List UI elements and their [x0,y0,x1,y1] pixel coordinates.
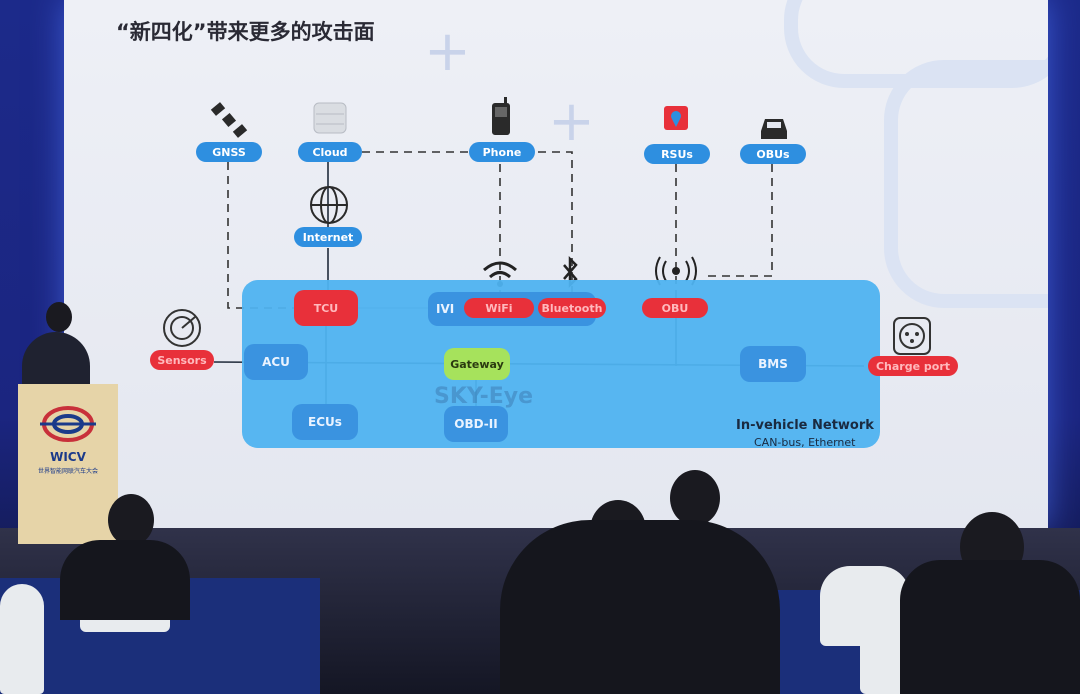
speaker-head [46,302,72,332]
cloud-server-icon [310,96,350,136]
projection-screen: + + “新四化”带来更多的攻击面 [64,0,1048,528]
obd-node: OBD-II [444,406,508,442]
radar-icon [160,306,204,350]
gnss-label: GNSS [196,142,262,162]
audience-body [500,520,780,694]
charge-port-interface: Charge port [868,356,958,376]
globe-icon [308,184,350,226]
audience-body [900,560,1080,694]
audience-body [60,540,190,620]
gateway-node: Gateway [444,348,510,380]
network-title: In-vehicle Network [736,418,874,433]
internet-label: Internet [294,227,362,247]
wifi-interface: WiFi [464,298,534,318]
plus-decoration: + [548,89,595,154]
charge-socket-icon [890,314,934,358]
bms-node: BMS [740,346,806,382]
phone-label: Phone [469,142,535,162]
speaker-body [22,332,90,392]
audience-head [670,470,720,526]
bluetooth-interface: Bluetooth [538,298,606,318]
wicv-logo [26,394,110,454]
cloud-label: Cloud [298,142,362,162]
obu-interface: OBU [642,298,708,318]
speaker [22,302,90,392]
obus-label: OBUs [740,144,806,164]
network-subtitle: CAN-bus, Ethernet [754,436,856,449]
watermark: SKY-Eye [434,384,534,409]
audience-head [108,494,154,546]
rsu-chip-icon [658,100,694,136]
slide-title: “新四化”带来更多的攻击面 [116,20,375,44]
satellite-icon [207,100,249,140]
tcu-interface: TCU [294,290,358,326]
rsus-label: RSUs [644,144,710,164]
connection-lines [213,151,865,410]
acu-node: ACU [244,344,308,380]
phone-icon [488,96,514,138]
sensors-interface: Sensors [150,350,214,370]
podium-logo-text: WICV [50,450,86,464]
chair [0,584,44,694]
podium-sub-text: 世界智能网联汽车大会 [37,468,98,475]
ring-decoration [884,60,1048,308]
ivi-label: IVI [436,302,455,316]
ecus-node: ECUs [292,404,358,440]
plus-decoration: + [424,19,471,84]
bluetooth-icon [558,254,582,292]
podium: WICV 世界智能网联汽车大会 [18,384,118,544]
car-icon [756,112,792,142]
